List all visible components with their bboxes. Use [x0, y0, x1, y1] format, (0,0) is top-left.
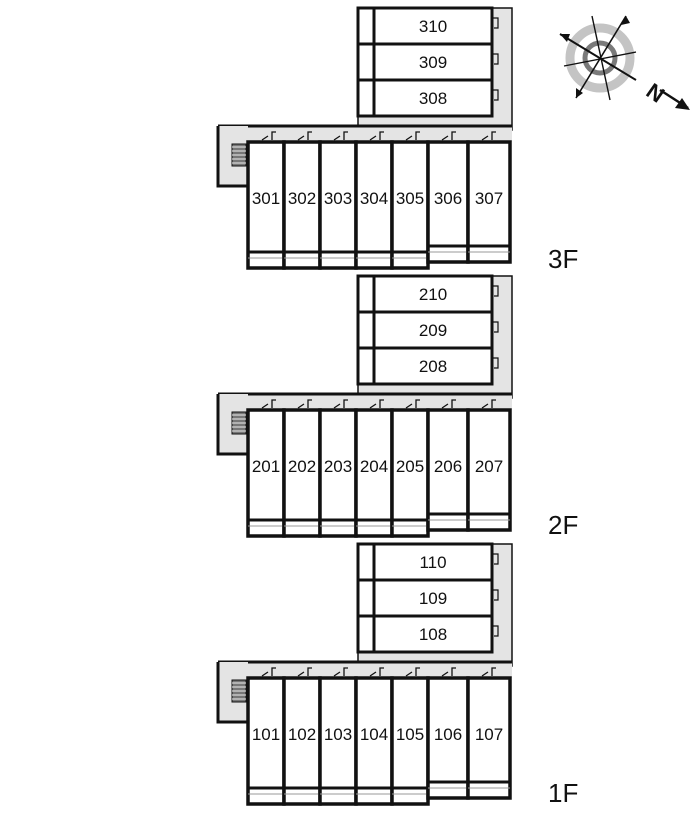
row-unit-307	[466, 140, 512, 264]
main-corridor	[218, 126, 512, 142]
unit-label: 210	[419, 285, 447, 304]
side-unit-308	[356, 78, 494, 118]
door-icon	[492, 321, 499, 333]
main-corridor	[218, 394, 512, 410]
door-icon	[297, 131, 312, 141]
door-icon	[261, 667, 276, 677]
side-unit-309	[356, 42, 494, 82]
row-unit-101	[246, 676, 286, 806]
door-icon	[369, 131, 384, 141]
north-arrow-icon: N	[642, 78, 690, 110]
row-unit-207	[466, 408, 512, 532]
row-unit-206	[426, 408, 470, 532]
floors-layer: 310 309 308 301 302 303 304 305 306 307 3F 210 209 20…	[216, 6, 578, 808]
unit-label: 203	[324, 457, 352, 476]
unit-label: 201	[252, 457, 280, 476]
door-icon	[492, 589, 499, 601]
unit-label: 308	[419, 89, 447, 108]
door-icon	[492, 89, 499, 101]
row-unit-102	[282, 676, 322, 806]
door-icon	[261, 131, 276, 141]
landing-wall	[216, 662, 248, 724]
unit-label: 301	[252, 189, 280, 208]
door-icon	[492, 625, 499, 637]
row-unit-304	[354, 140, 394, 270]
door-icon	[297, 667, 312, 677]
unit-label: 305	[396, 189, 424, 208]
unit-label: 309	[419, 53, 447, 72]
door-icon	[481, 667, 496, 677]
row-unit-204	[354, 408, 394, 538]
door-icon	[369, 399, 384, 409]
unit-label: 207	[475, 457, 503, 476]
door-icon	[333, 399, 348, 409]
unit-label: 202	[288, 457, 316, 476]
unit-label: 104	[360, 725, 388, 744]
side-unit-108	[356, 614, 494, 654]
door-icon	[405, 667, 420, 677]
door-icon	[441, 131, 456, 141]
row-unit-301	[246, 140, 286, 270]
unit-label: 306	[434, 189, 462, 208]
row-unit-105	[390, 676, 430, 806]
door-icon	[369, 667, 384, 677]
unit-label: 110	[419, 553, 446, 572]
door-icon	[405, 399, 420, 409]
door-icon	[481, 399, 496, 409]
row-unit-305	[390, 140, 430, 270]
door-icon	[405, 131, 420, 141]
door-icon	[492, 553, 499, 565]
floor-2f: 210 209 208 201 202 203 204 205 206 207 2F	[216, 274, 578, 540]
unit-label: 107	[475, 725, 503, 744]
unit-label: 106	[434, 725, 462, 744]
unit-label: 307	[475, 189, 503, 208]
row-unit-107	[466, 676, 512, 800]
unit-label: 205	[396, 457, 424, 476]
row-unit-201	[246, 408, 286, 538]
unit-label: 303	[324, 189, 352, 208]
floor-3f: 310 309 308 301 302 303 304 305 306 307 3F	[216, 6, 578, 274]
row-unit-202	[282, 408, 322, 538]
landing-wall	[216, 394, 248, 456]
side-unit-208	[356, 346, 494, 386]
unit-label: 105	[396, 725, 424, 744]
unit-label: 310	[419, 17, 447, 36]
unit-label: 101	[252, 725, 280, 744]
unit-label: 103	[324, 725, 352, 744]
unit-label: 208	[419, 357, 447, 376]
unit-label: 109	[419, 589, 447, 608]
door-icon	[492, 17, 499, 29]
floor-1f: 110 109 108 101 102 103 104 105 106 107 1F	[216, 542, 578, 808]
main-corridor	[218, 662, 512, 678]
side-unit-109	[356, 578, 494, 618]
row-unit-302	[282, 140, 322, 270]
unit-label: 108	[419, 625, 447, 644]
side-unit-210	[356, 274, 494, 314]
unit-label: 102	[288, 725, 316, 744]
unit-label: 204	[360, 457, 388, 476]
unit-label: 209	[419, 321, 447, 340]
row-unit-104	[354, 676, 394, 806]
door-icon	[333, 667, 348, 677]
door-icon	[481, 131, 496, 141]
door-icon	[261, 399, 276, 409]
side-unit-110	[356, 542, 494, 582]
unit-label: 304	[360, 189, 388, 208]
door-icon	[492, 357, 499, 369]
door-icon	[297, 399, 312, 409]
door-icon	[333, 131, 348, 141]
floor-label: 1F	[548, 778, 578, 808]
unit-label: 206	[434, 457, 462, 476]
floor-label: 2F	[548, 510, 578, 540]
floor-label: 3F	[548, 244, 578, 274]
door-icon	[441, 667, 456, 677]
door-icon	[492, 53, 499, 65]
landing-wall	[216, 126, 248, 188]
row-unit-106	[426, 676, 470, 800]
row-unit-303	[318, 140, 358, 270]
compass-rose-icon	[559, 15, 637, 101]
door-icon	[492, 285, 499, 297]
unit-label: 302	[288, 189, 316, 208]
door-icon	[441, 399, 456, 409]
